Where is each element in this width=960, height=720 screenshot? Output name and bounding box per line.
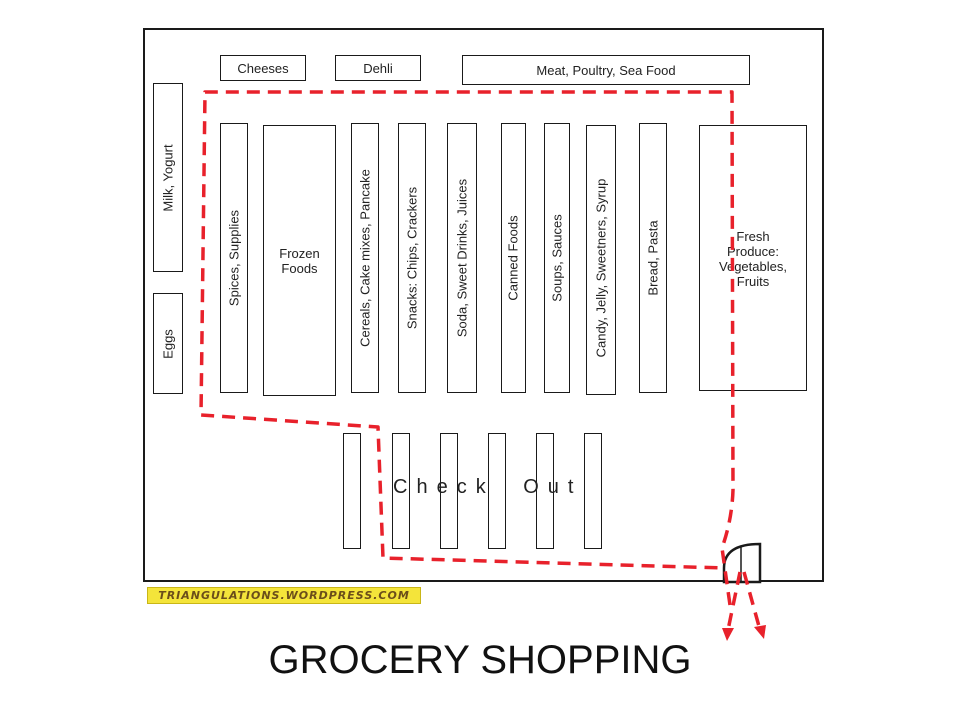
produce-label-4: Fruits — [736, 274, 770, 289]
checkout-label: Check Out — [393, 476, 583, 498]
checkout-lane — [584, 433, 602, 549]
aisle-soda — [447, 123, 477, 393]
exit-route — [742, 571, 762, 631]
checkout-lane — [536, 433, 554, 549]
cheeses-counter — [220, 55, 306, 81]
produce-label-2: Produce: — [726, 244, 780, 259]
aisle-soups — [544, 123, 570, 393]
store-outline — [143, 28, 824, 582]
exit-arrow-icon — [754, 625, 766, 639]
aisle-candy — [586, 125, 616, 395]
shopping-route — [199, 90, 735, 606]
aisle-bread — [639, 123, 667, 393]
milk-yogurt-section — [153, 83, 183, 272]
aisle-frozen-label-2: Foods — [281, 261, 318, 276]
checkout-lane — [392, 433, 410, 549]
produce-label-1: Fresh — [736, 229, 770, 244]
aisle-frozen-label-1: Frozen — [279, 246, 320, 261]
watermark-banner: TRIANGULATIONS.WORDPRESS.COM — [147, 587, 421, 604]
dehli-label: Dehli — [363, 60, 393, 76]
dehli-counter — [335, 55, 421, 81]
checkout-lane — [343, 433, 361, 549]
eggs-section — [153, 293, 183, 394]
entry-route — [726, 571, 742, 631]
page-title: GROCERY SHOPPING — [268, 638, 692, 682]
aisle-cereals — [351, 123, 379, 393]
aisle-spices — [220, 123, 248, 393]
entrance-door — [722, 542, 762, 584]
cheeses-label: Cheeses — [237, 60, 289, 76]
checkout-lane — [488, 433, 506, 549]
aisle-snacks — [398, 123, 426, 393]
aisle-canned — [501, 123, 526, 393]
aisle-frozen — [263, 125, 336, 396]
meat-counter — [462, 55, 750, 85]
meat-label: Meat, Poultry, Sea Food — [536, 62, 676, 78]
entry-arrow-icon — [722, 628, 734, 641]
checkout-lane — [440, 433, 458, 549]
produce-section — [699, 125, 807, 391]
produce-label-3: Vegetables, — [719, 259, 787, 274]
